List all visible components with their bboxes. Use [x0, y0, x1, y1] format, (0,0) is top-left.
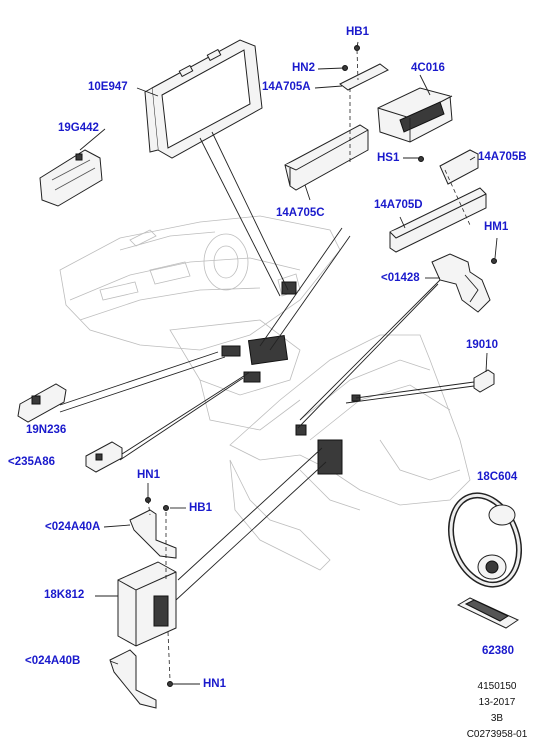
- bracket-14a705a-artwork: [339, 45, 389, 91]
- bracket-14a705d-artwork: [389, 187, 487, 253]
- callout-14a705b[interactable]: 14A705B: [478, 151, 527, 163]
- callout-18k812[interactable]: 18K812: [44, 589, 85, 601]
- bracket-14a705b-artwork: [418, 149, 479, 185]
- callout-14a705d[interactable]: 14A705D: [374, 199, 423, 211]
- part-19010-artwork: [473, 369, 495, 393]
- reference-date: 13-2017: [478, 697, 516, 708]
- callout-hb1-top[interactable]: HB1: [346, 26, 370, 38]
- bracket-024a40b-artwork: [109, 649, 173, 709]
- callout-14a705c[interactable]: 14A705C: [276, 207, 325, 219]
- callout-18c604[interactable]: 18C604: [477, 471, 518, 483]
- mount-01428-artwork: [431, 253, 497, 313]
- part-235a86-artwork: [85, 441, 123, 473]
- part-19n236-artwork: [17, 383, 67, 423]
- dashboard-outline: [59, 215, 341, 431]
- callout-10e947[interactable]: 10E947: [88, 81, 128, 93]
- callout-19010[interactable]: 19010: [466, 339, 498, 351]
- bracket-14a705c-artwork: [284, 124, 369, 191]
- callout-19g442[interactable]: 19G442: [58, 122, 99, 134]
- headphones-18c604-artwork: [448, 492, 522, 588]
- callout-hn1-mid[interactable]: HN1: [137, 469, 161, 481]
- callout-235a86[interactable]: <235A86: [8, 456, 55, 468]
- callout-hm1[interactable]: HM1: [484, 221, 509, 233]
- callout-01428[interactable]: <01428: [381, 272, 420, 284]
- callout-hn1-bottom[interactable]: HN1: [203, 678, 227, 690]
- reference-number: 4150150: [477, 681, 517, 692]
- callout-19n236[interactable]: 19N236: [26, 424, 67, 436]
- callout-hb1-mid[interactable]: HB1: [189, 502, 213, 514]
- callout-4c016[interactable]: 4C016: [411, 62, 445, 74]
- part-19g442-artwork: [39, 149, 103, 207]
- bracket-024a40a-artwork: [129, 497, 177, 559]
- callout-024a40a[interactable]: <024A40A: [45, 521, 101, 533]
- installed-parts: [221, 281, 361, 475]
- reference-revision: 3B: [490, 713, 504, 724]
- callout-hs1[interactable]: HS1: [377, 152, 400, 164]
- leader-lines: [59, 41, 498, 685]
- display-unit-artwork: [144, 39, 263, 159]
- callout-024a40b[interactable]: <024A40B: [25, 655, 81, 667]
- module-18k812-artwork: [117, 561, 177, 647]
- callout-14a705a[interactable]: 14A705A: [262, 81, 311, 93]
- module-4c016-artwork: [377, 87, 453, 143]
- reference-image-code: C0273958-01: [466, 729, 528, 740]
- callout-62380[interactable]: 62380: [482, 645, 514, 657]
- remote-62380-artwork: [456, 597, 520, 629]
- callout-hn2[interactable]: HN2: [292, 62, 316, 74]
